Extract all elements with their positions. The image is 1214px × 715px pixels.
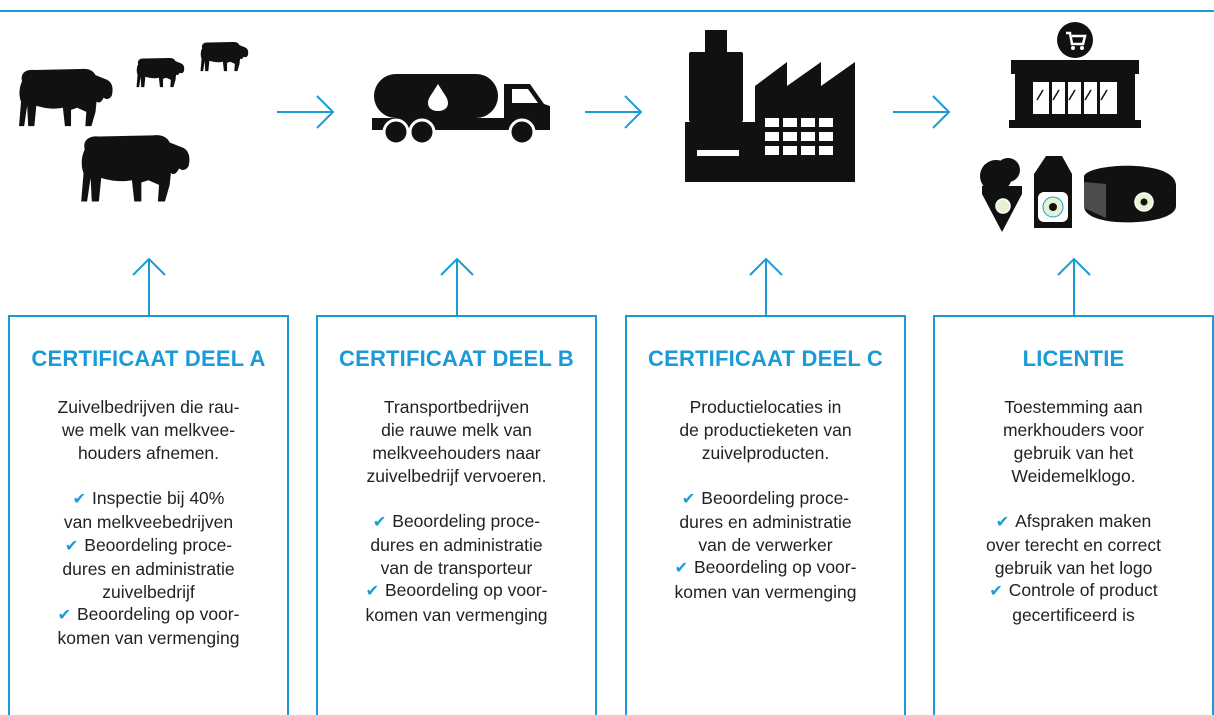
item-line: dures en administratie	[62, 559, 235, 580]
check-item: ✔ Beoordeling op voor-	[343, 579, 571, 603]
factory-icon	[685, 30, 855, 182]
arrow-up-licentie	[1057, 257, 1091, 317]
desc-line: Weidemelklogo.	[1011, 466, 1136, 486]
box-description: Productielocaties in de productieketen v…	[660, 396, 872, 465]
box-description: Zuivelbedrijven die rau- we melk van mel…	[35, 396, 263, 465]
arrow-up-b	[440, 257, 474, 317]
arrow-up-c	[749, 257, 783, 317]
item-line: over terecht en correct	[985, 535, 1162, 556]
desc-line: we melk van melkvee-	[61, 420, 236, 440]
desc-line: Productielocaties in	[689, 397, 842, 417]
desc-line: die rauwe melk van	[381, 420, 532, 440]
check-item: ✔ Beoordeling op voor-	[33, 603, 265, 627]
item-line: van de verwerker	[698, 534, 833, 555]
check-icon: ✔	[674, 560, 688, 578]
item-line: dures en administratie	[679, 512, 852, 533]
box-description: Transportbedrijven die rauwe melk van me…	[346, 396, 568, 488]
check-icon: ✔	[989, 583, 1003, 601]
box-title: CERTIFICAAT DEEL B	[338, 346, 574, 371]
desc-line: Transportbedrijven	[383, 397, 530, 417]
check-item: ✔ Controle of product	[969, 579, 1179, 603]
desc-line: zuivelproducten.	[701, 443, 830, 463]
check-item: ✔ Inspectie bij 40%	[33, 487, 265, 511]
cows-icon	[19, 41, 249, 202]
box-title: LICENTIE	[1022, 346, 1125, 371]
item-line: zuivelbedrijf	[102, 581, 195, 602]
desc-line: de productieketen van	[679, 420, 852, 440]
box-certificaat-deel-b: CERTIFICAAT DEEL B Transportbedrijven di…	[316, 315, 597, 715]
item-line: komen van vermenging	[57, 628, 240, 649]
top-divider-line	[0, 10, 1214, 12]
checklist: ✔Inspectie bij 40% van melkveebedrijven …	[33, 487, 265, 650]
item-line: van de transporteur	[380, 557, 533, 578]
dairy-products-icon	[980, 156, 1176, 232]
desc-line: merkhouders voor	[1002, 420, 1145, 440]
desc-line: melkveehouders naar	[372, 443, 541, 463]
checklist: ✔ Afspraken maken over terecht en correct…	[969, 510, 1179, 626]
check-item: ✔ Afspraken maken	[969, 510, 1179, 534]
box-certificaat-deel-c: CERTIFICAAT DEEL C Productielocaties in …	[625, 315, 906, 715]
check-item: ✔ Beoordeling proce-	[343, 510, 571, 534]
item-line: Controle of product	[1008, 580, 1158, 601]
milk-tanker-truck-icon	[372, 74, 550, 146]
item-line: Beoordeling proce-	[392, 511, 541, 531]
item-line: Inspectie bij 40%	[92, 488, 225, 508]
supermarket-icon	[1009, 22, 1141, 128]
arrow-up-a	[132, 257, 166, 317]
box-licentie: LICENTIE Toestemming aan merkhouders voo…	[933, 315, 1214, 715]
desc-line: zuivelbedrijf vervoeren.	[366, 466, 547, 486]
box-title: CERTIFICAAT DEEL C	[647, 346, 883, 371]
item-line: dures en administratie	[370, 535, 543, 556]
check-item: ✔ Beoordeling op voor-	[653, 556, 879, 580]
desc-line: Toestemming aan	[1004, 397, 1143, 417]
desc-line: houders afnemen.	[77, 443, 220, 463]
desc-line: Zuivelbedrijven die rau-	[57, 397, 240, 417]
checklist: ✔ Beoordeling proce- dures en administrat…	[653, 487, 879, 603]
box-certificaat-deel-a: CERTIFICAAT DEEL A Zuivelbedrijven die r…	[8, 315, 289, 715]
arrow-right-1	[277, 95, 335, 129]
check-icon: ✔	[372, 514, 387, 531]
check-icon: ✔	[995, 514, 1010, 531]
item-line: komen van vermenging	[365, 604, 548, 625]
check-icon: ✔	[64, 537, 79, 555]
item-line: van melkveebedrijven	[63, 512, 234, 533]
arrow-right-2	[585, 95, 643, 129]
desc-line: gebruik van het	[1013, 443, 1134, 463]
check-item: ✔ Beoordeling proce-	[33, 534, 265, 558]
box-description: Toestemming aan merkhouders voor gebruik…	[974, 396, 1174, 488]
check-icon: ✔	[681, 491, 696, 508]
item-line: Beoordeling op voor-	[76, 604, 240, 625]
item-line: Beoordeling op voor-	[693, 557, 857, 578]
check-icon: ✔	[365, 583, 379, 601]
item-line: Afspraken maken	[1015, 511, 1152, 531]
item-line: Beoordeling op voor-	[384, 580, 548, 601]
item-line: gecertificeerd is	[1012, 604, 1135, 625]
item-line: Beoordeling proce-	[84, 534, 233, 555]
check-icon: ✔	[72, 491, 87, 508]
item-line: gebruik van het logo	[994, 557, 1153, 578]
item-line: komen van vermenging	[674, 581, 857, 602]
box-title: CERTIFICAAT DEEL A	[31, 346, 266, 371]
item-line: Beoordeling proce-	[701, 488, 850, 508]
check-item: ✔ Beoordeling proce-	[653, 487, 879, 511]
check-icon: ✔	[57, 607, 71, 625]
arrow-right-3	[893, 95, 951, 129]
checklist: ✔ Beoordeling proce- dures en administrat…	[343, 510, 571, 626]
